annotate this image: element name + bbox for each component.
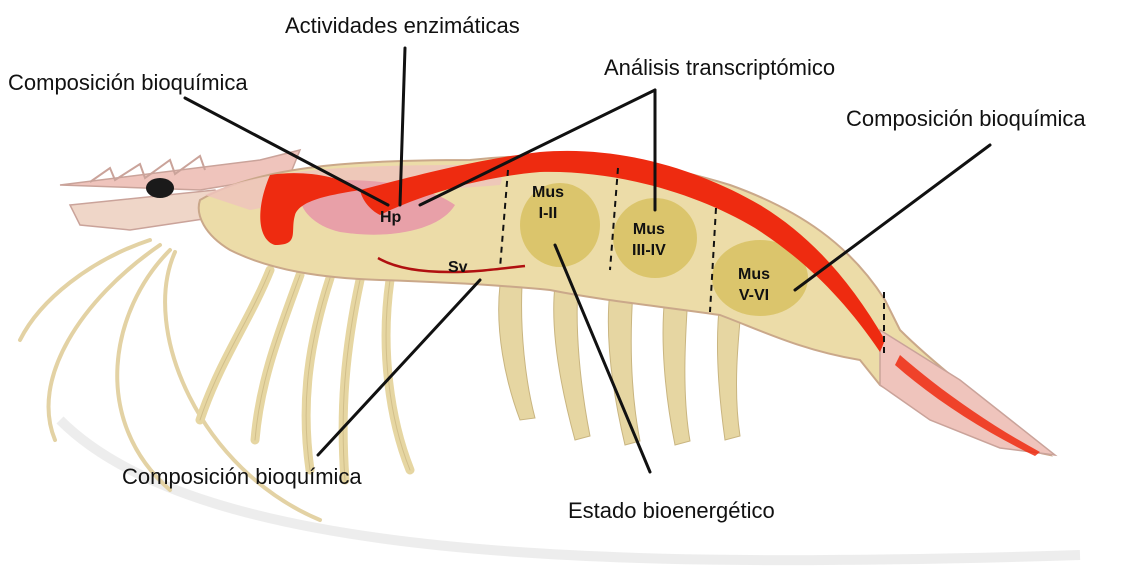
organ-label-mus-5-6: Mus V-VI: [738, 265, 770, 307]
organ-label-mus-1-2-a: Mus: [532, 183, 564, 204]
eye: [146, 178, 174, 198]
label-estado-bioenergetico: Estado bioenergético: [568, 500, 775, 522]
organ-label-hp: Hp: [380, 208, 401, 229]
label-composicion-bioquimica-bottom: Composición bioquímica: [122, 466, 362, 488]
label-composicion-bioquimica-left: Composición bioquímica: [8, 72, 248, 94]
organ-label-mus-5-6-b: V-VI: [738, 286, 770, 307]
label-composicion-bioquimica-right: Composición bioquímica: [846, 108, 1086, 130]
label-actividades-enzimaticas: Actividades enzimáticas: [285, 15, 520, 37]
walking-legs: [200, 270, 410, 480]
organ-label-mus-1-2-b: I-II: [532, 204, 564, 225]
label-analisis-transcriptomico: Análisis transcriptómico: [604, 57, 835, 79]
organ-label-sv: Sv: [448, 258, 468, 279]
ground-shadow: [60, 420, 1080, 560]
organ-label-mus-3-4-a: Mus: [632, 220, 666, 241]
organ-label-mus-3-4: Mus III-IV: [632, 220, 666, 262]
organ-label-mus-5-6-a: Mus: [738, 265, 770, 286]
organ-label-mus-1-2: Mus I-II: [532, 183, 564, 225]
tail-fan: [880, 330, 1055, 455]
organ-label-mus-3-4-b: III-IV: [632, 241, 666, 262]
